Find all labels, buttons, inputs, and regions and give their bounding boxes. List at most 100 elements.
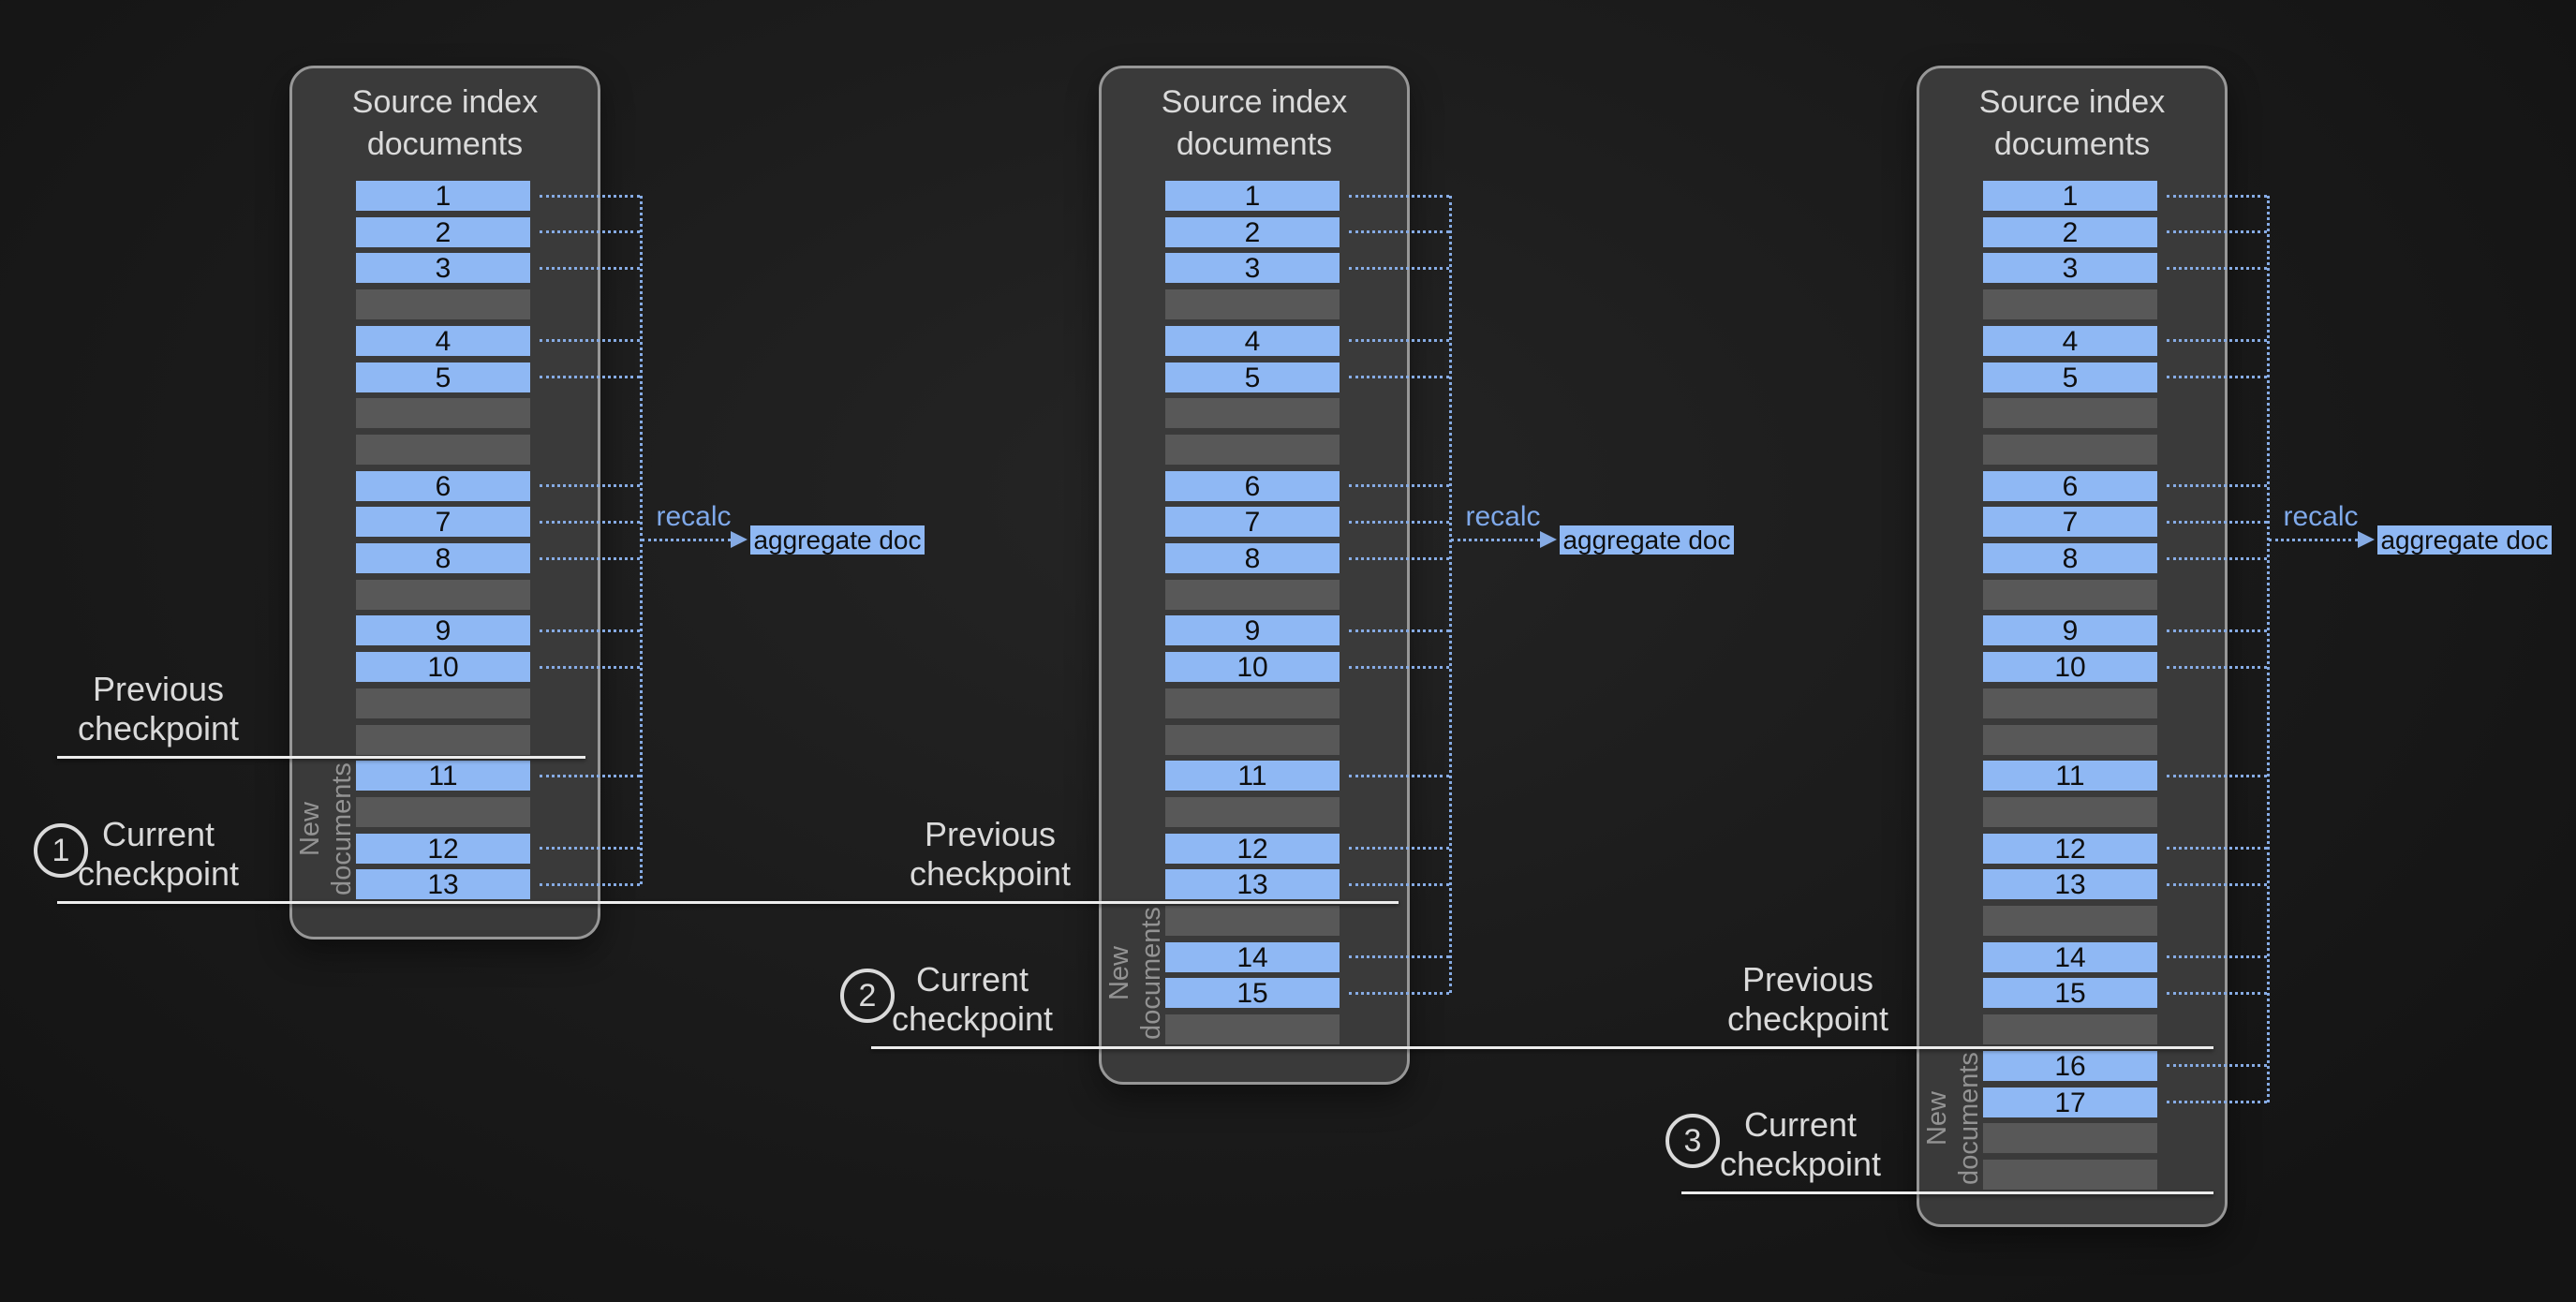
placeholder-bar <box>1983 1160 2157 1190</box>
panel-title: Source index documents <box>1102 81 1407 166</box>
checkpoint-label: Current checkpoint <box>78 815 239 894</box>
doc-connector-dotted-line <box>2167 267 2267 270</box>
placeholder-bar <box>1983 580 2157 610</box>
bracket-line <box>640 196 643 884</box>
recalc-arrow-line <box>2269 539 2358 541</box>
placeholder-bar <box>356 725 530 755</box>
doc-connector-dotted-line <box>1349 883 1449 886</box>
recalc-arrow-line <box>642 539 731 541</box>
doc-connector-dotted-line <box>1349 376 1449 378</box>
aggregate-doc-box: aggregate doc <box>2377 525 2552 555</box>
placeholder-bar <box>1165 797 1340 827</box>
document-bar: 10 <box>356 652 530 683</box>
placeholder-bar <box>1165 580 1340 610</box>
doc-connector-dotted-line <box>540 339 640 342</box>
document-bar: 11 <box>1165 761 1340 792</box>
checkpoint-label-line1: Current <box>101 815 215 853</box>
document-bar: 16 <box>1983 1051 2157 1082</box>
placeholder-bar <box>356 797 530 827</box>
checkpoint-label-line2: checkpoint <box>77 709 240 747</box>
placeholder-bar <box>1983 435 2157 465</box>
placeholder-bar <box>356 435 530 465</box>
placeholder-bar <box>356 398 530 428</box>
checkpoint-label: Previous checkpoint <box>1727 960 1888 1039</box>
doc-connector-dotted-line <box>2167 1101 2267 1103</box>
checkpoint-label-line2: checkpoint <box>891 999 1054 1038</box>
document-bar: 3 <box>1165 253 1340 284</box>
doc-connector-dotted-line <box>2167 376 2267 378</box>
checkpoint-label-line2: checkpoint <box>909 854 1072 893</box>
placeholder-bar <box>1165 289 1340 319</box>
checkpoint-label: Current checkpoint <box>892 960 1053 1039</box>
document-bar: 12 <box>356 834 530 865</box>
placeholder-bar <box>356 580 530 610</box>
document-bar: 5 <box>1983 362 2157 393</box>
doc-connector-dotted-line <box>2167 195 2267 198</box>
document-bar: 11 <box>1983 761 2157 792</box>
new-documents-line2: documents <box>1954 1052 1984 1185</box>
doc-connector-dotted-line <box>2167 666 2267 669</box>
new-documents-line1: New <box>295 802 325 857</box>
document-bar: 1 <box>1165 181 1340 212</box>
document-bar: 7 <box>1983 507 2157 538</box>
document-bar: 4 <box>1165 326 1340 357</box>
doc-connector-dotted-line <box>2167 992 2267 995</box>
recalc-arrowhead-icon <box>2358 531 2375 548</box>
panel-title-line1: Source index <box>1161 84 1348 120</box>
document-bar: 2 <box>1165 217 1340 248</box>
doc-connector-dotted-line <box>540 484 640 487</box>
panel-title: Source index documents <box>292 81 598 166</box>
placeholder-bar <box>1165 1014 1340 1044</box>
panel-title: Source index documents <box>1919 81 2225 166</box>
checkpoint-number-badge: 3 <box>1666 1114 1720 1168</box>
placeholder-bar <box>1983 1123 2157 1153</box>
checkpoint-label-line1: Current <box>915 960 1029 999</box>
document-bar: 4 <box>1983 326 2157 357</box>
placeholder-bar <box>356 688 530 718</box>
doc-connector-dotted-line <box>540 847 640 850</box>
placeholder-bar <box>1165 725 1340 755</box>
placeholder-bar <box>1165 688 1340 718</box>
checkpoint-label: Previous checkpoint <box>78 670 239 748</box>
doc-connector-dotted-line <box>2167 847 2267 850</box>
doc-connector-dotted-line <box>540 666 640 669</box>
placeholder-bar <box>1983 906 2157 936</box>
checkpoint-label-line1: Previous <box>1741 960 1874 999</box>
document-bar: 8 <box>1165 543 1340 574</box>
document-bar: 7 <box>356 507 530 538</box>
new-documents-line1: New <box>1104 946 1134 1001</box>
document-bar: 6 <box>356 471 530 502</box>
document-bar: 17 <box>1983 1087 2157 1118</box>
document-bar: 3 <box>356 253 530 284</box>
doc-connector-dotted-line <box>1349 195 1449 198</box>
doc-connector-dotted-line <box>2167 629 2267 632</box>
document-bar: 9 <box>356 615 530 646</box>
checkpoint-label-line1: Previous <box>924 815 1057 853</box>
document-bar: 2 <box>356 217 530 248</box>
doc-connector-dotted-line <box>1349 992 1449 995</box>
recalc-arrowhead-icon <box>1540 531 1557 548</box>
doc-connector-dotted-line <box>1349 484 1449 487</box>
checkpoint-label-line2: checkpoint <box>77 854 240 893</box>
document-bar: 1 <box>356 181 530 212</box>
doc-connector-dotted-line <box>1349 775 1449 777</box>
doc-connector-dotted-line <box>2167 339 2267 342</box>
doc-connector-dotted-line <box>540 775 640 777</box>
placeholder-bar <box>1983 797 2157 827</box>
doc-connector-dotted-line <box>1349 629 1449 632</box>
doc-connector-dotted-line <box>540 521 640 524</box>
document-bar: 7 <box>1165 507 1340 538</box>
checkpoint-label-line1: Previous <box>92 670 225 708</box>
recalc-label: recalc <box>2283 501 2359 532</box>
document-bar: 1 <box>1983 181 2157 212</box>
placeholder-bar <box>1165 906 1340 936</box>
checkpoint-line <box>1681 1191 2213 1194</box>
document-bar: 2 <box>1983 217 2157 248</box>
new-documents-line1: New <box>1922 1091 1952 1147</box>
doc-connector-dotted-line <box>2167 484 2267 487</box>
placeholder-bar <box>1983 725 2157 755</box>
new-documents-label: New documents <box>294 749 360 909</box>
doc-connector-dotted-line <box>1349 666 1449 669</box>
document-bar: 12 <box>1983 834 2157 865</box>
